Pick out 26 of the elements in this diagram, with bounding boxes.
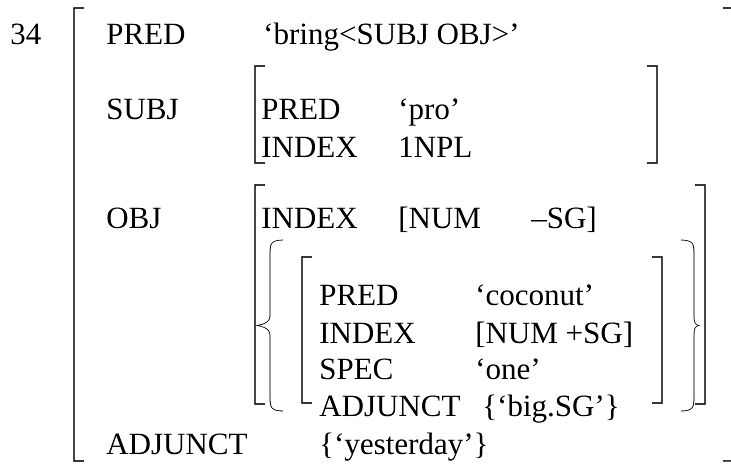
feature-name: SUBJ [108, 98, 178, 120]
feature-name: PRED [107, 24, 184, 44]
feature-name: INDEX [262, 208, 358, 228]
feature-name: INDEX [262, 136, 358, 158]
feature-value: ‘coconut’ [478, 284, 592, 306]
feature-value: {‘yesterday’} [322, 432, 486, 461]
feature-value: ‘one’ [478, 358, 538, 380]
attribute-matrix [12, 7, 731, 462]
feature-name: INDEX [320, 322, 416, 344]
feature-value: {‘big.SG’} [485, 394, 617, 423]
feature-value: [NUM [400, 206, 480, 232]
example-number: 34 [12, 23, 41, 44]
feature-value: ‘pro’ [401, 98, 458, 126]
attribute-matrix [301, 256, 663, 423]
feature-name: ADJUNCT [320, 395, 460, 416]
attribute-matrix [254, 184, 706, 423]
feature-name: PRED [262, 98, 340, 120]
feature-value: 1NPL [400, 136, 470, 157]
feature-value: [NUM +SG] [478, 321, 631, 348]
feature-name: ADJUNCT [106, 433, 247, 454]
feature-name: PRED [320, 284, 398, 306]
feature-name: –SG] [530, 206, 594, 232]
feature-value: ‘bring<SUBJ OBJ>’ [266, 22, 516, 51]
attribute-matrix [254, 65, 658, 164]
feature-name: OBJ [107, 207, 161, 228]
feature-name: SPEC [321, 358, 392, 380]
